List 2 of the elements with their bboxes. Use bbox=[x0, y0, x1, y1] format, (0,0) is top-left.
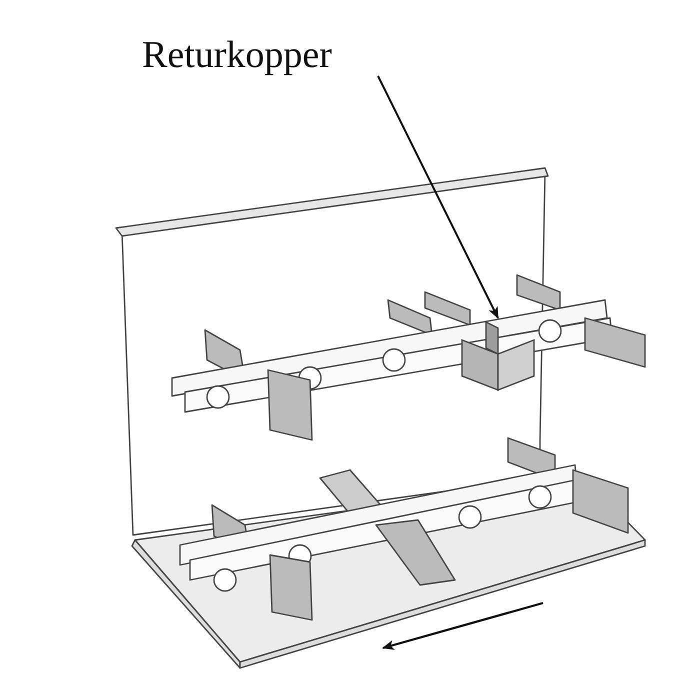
leader-line bbox=[377, 76, 499, 319]
part-label: Returkopper bbox=[142, 36, 333, 74]
